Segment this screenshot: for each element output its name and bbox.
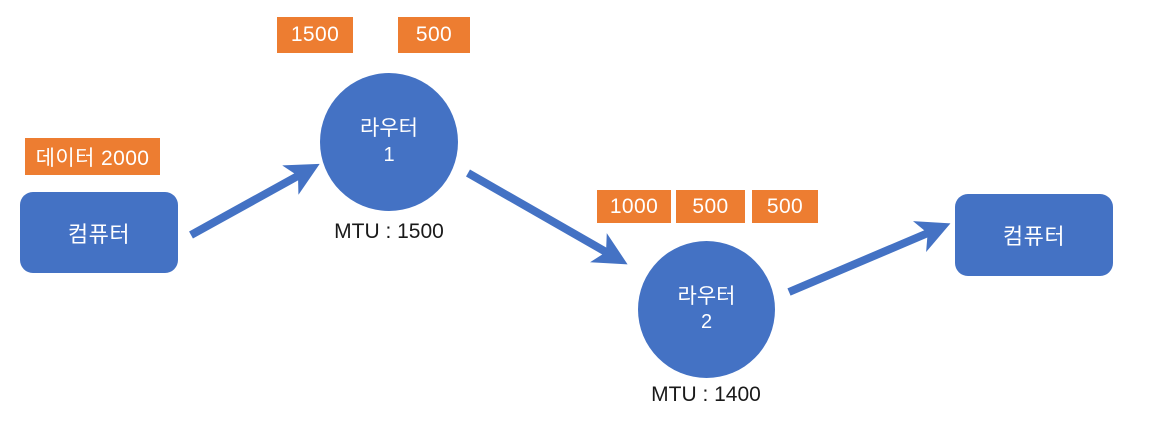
packet-router2-1000: 1000 (597, 190, 671, 223)
packet-router1-500: 500 (398, 17, 470, 53)
node-router-1-index: 1 (383, 143, 395, 166)
node-router-1-label: 라우터 (360, 117, 418, 141)
router-1-mtu-label: MTU : 1500 (334, 220, 444, 243)
arrow-router2-to-computer (787, 221, 951, 296)
packet-router2-500-a: 500 (676, 190, 745, 223)
node-source-computer-label: 컴퓨터 (67, 221, 131, 247)
node-router-2: 라우터 2 (638, 241, 775, 378)
node-router-1: 라우터 1 (320, 73, 458, 211)
packet-router1-1500: 1500 (277, 17, 353, 53)
node-source-computer: 컴퓨터 (20, 192, 178, 273)
node-destination-computer-label: 컴퓨터 (1002, 224, 1066, 249)
packet-source-data: 데이터 2000 (25, 138, 160, 175)
node-router-2-label: 라우터 (677, 284, 736, 308)
node-router-2-index: 2 (700, 311, 713, 334)
node-destination-computer: 컴퓨터 (955, 194, 1113, 276)
arrow-router1-to-router2 (466, 169, 628, 265)
packet-router2-500-b: 500 (752, 190, 818, 223)
router-2-mtu-label: MTU : 1400 (651, 383, 761, 406)
arrow-computer-to-router1 (189, 163, 320, 239)
